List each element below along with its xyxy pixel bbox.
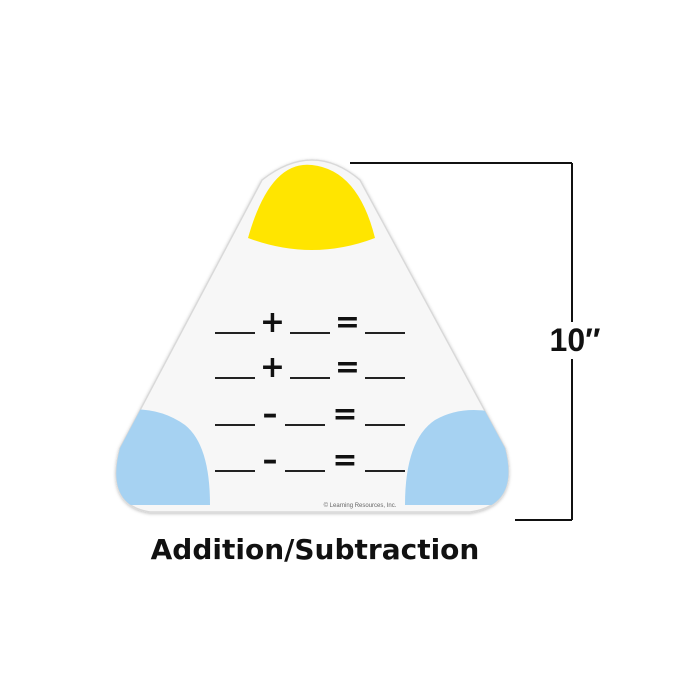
answer-blank — [364, 377, 405, 379]
answer-blank — [284, 424, 325, 426]
minus-sign: – — [262, 443, 278, 478]
answer-blank — [284, 470, 325, 472]
equals-sign: = — [334, 305, 361, 340]
equation-row: + = — [215, 345, 405, 385]
dimension-label: 10″ — [520, 322, 630, 359]
equation-row: – = — [215, 438, 405, 478]
answer-blank — [364, 470, 405, 472]
answer-blank — [215, 332, 255, 334]
top-corner-yellow — [248, 164, 375, 250]
equation-row: + = — [215, 300, 405, 340]
equals-sign: = — [332, 443, 358, 478]
right-corner-blue — [405, 410, 509, 505]
equation-row: – = — [215, 392, 405, 432]
answer-blank — [215, 424, 255, 426]
answer-blank — [364, 424, 405, 426]
minus-sign: – — [262, 397, 278, 432]
copyright-text: © Learning Resources, Inc. — [323, 503, 397, 509]
answer-blank — [215, 470, 255, 472]
answer-blank — [364, 332, 405, 334]
answer-blank — [289, 332, 330, 334]
product-caption: Addition/Subtraction — [150, 533, 480, 566]
answer-blank — [289, 377, 330, 379]
plus-sign: + — [259, 305, 286, 340]
plus-sign: + — [259, 350, 286, 385]
answer-blank — [215, 377, 255, 379]
equals-sign: = — [332, 397, 358, 432]
equals-sign: = — [334, 350, 361, 385]
